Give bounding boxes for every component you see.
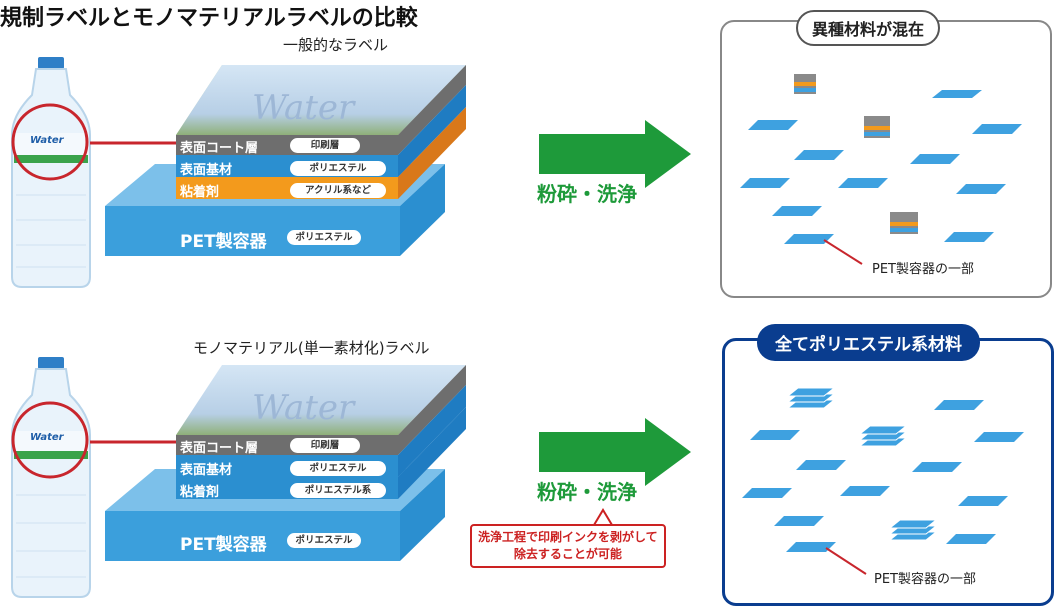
highlight-circle — [11, 401, 89, 479]
result-title-mixed: 異種材料が混在 — [796, 10, 941, 46]
note-box: 洗浄工程で印刷インクを剥がして 除去することが可能 — [470, 524, 666, 568]
section-title-mono: モノマテリアル(単一素材化)ラベル — [193, 339, 430, 357]
layer-material-adhesive: ポリエステル系 — [290, 483, 386, 498]
water-text: Water — [252, 88, 355, 128]
layer-name-base: 表面基材 — [180, 163, 233, 178]
section-title-general: 一般的なラベル — [283, 36, 389, 54]
layer-material-base: ポリエステル — [290, 461, 386, 476]
page-heading: 規制ラベルとモノマテリアルラベルの比較 — [0, 6, 418, 31]
result-title-mono: 全てポリエステル系材料 — [757, 324, 980, 361]
process-label: 粉砕・洗浄 — [537, 182, 637, 206]
flakes-mixed — [740, 74, 1022, 265]
pet-material-pill: ポリエステル — [287, 230, 361, 245]
layer-name-base: 表面基材 — [180, 463, 233, 478]
pet-label: PET製容器 — [180, 535, 267, 555]
layer-material-adhesive: アクリル系など — [290, 183, 386, 198]
bottle-icon — [11, 357, 91, 598]
note-line-1: 洗浄工程で印刷インクを剥がして — [478, 530, 658, 544]
arrow-right-icon — [539, 418, 691, 486]
bottle-label-text: Water — [30, 135, 64, 146]
connector-line — [90, 440, 180, 444]
layer-material-coat: 印刷層 — [290, 438, 360, 453]
result-caption-mixed: PET製容器の一部 — [872, 262, 974, 277]
layer-name-coat: 表面コート層 — [180, 441, 259, 456]
highlight-circle — [11, 103, 89, 181]
layer-material-coat: 印刷層 — [290, 138, 360, 153]
note-line-2: 除去することが可能 — [513, 547, 622, 561]
flakes-mono — [742, 387, 1024, 575]
layer-name-adhesive: 粘着剤 — [180, 485, 220, 500]
process-label: 粉砕・洗浄 — [537, 480, 637, 504]
result-caption-mono: PET製容器の一部 — [874, 572, 976, 587]
water-text: Water — [252, 388, 355, 428]
layer-material-base: ポリエステル — [290, 161, 386, 176]
pet-material-pill: ポリエステル — [287, 533, 361, 548]
layer-name-adhesive: 粘着剤 — [180, 185, 220, 200]
label-stack — [176, 365, 466, 499]
pet-label: PET製容器 — [180, 232, 267, 252]
layer-name-coat: 表面コート層 — [180, 141, 259, 156]
bottle-label-text: Water — [30, 432, 64, 443]
arrow-right-icon — [539, 120, 691, 188]
connector-line — [90, 141, 180, 145]
